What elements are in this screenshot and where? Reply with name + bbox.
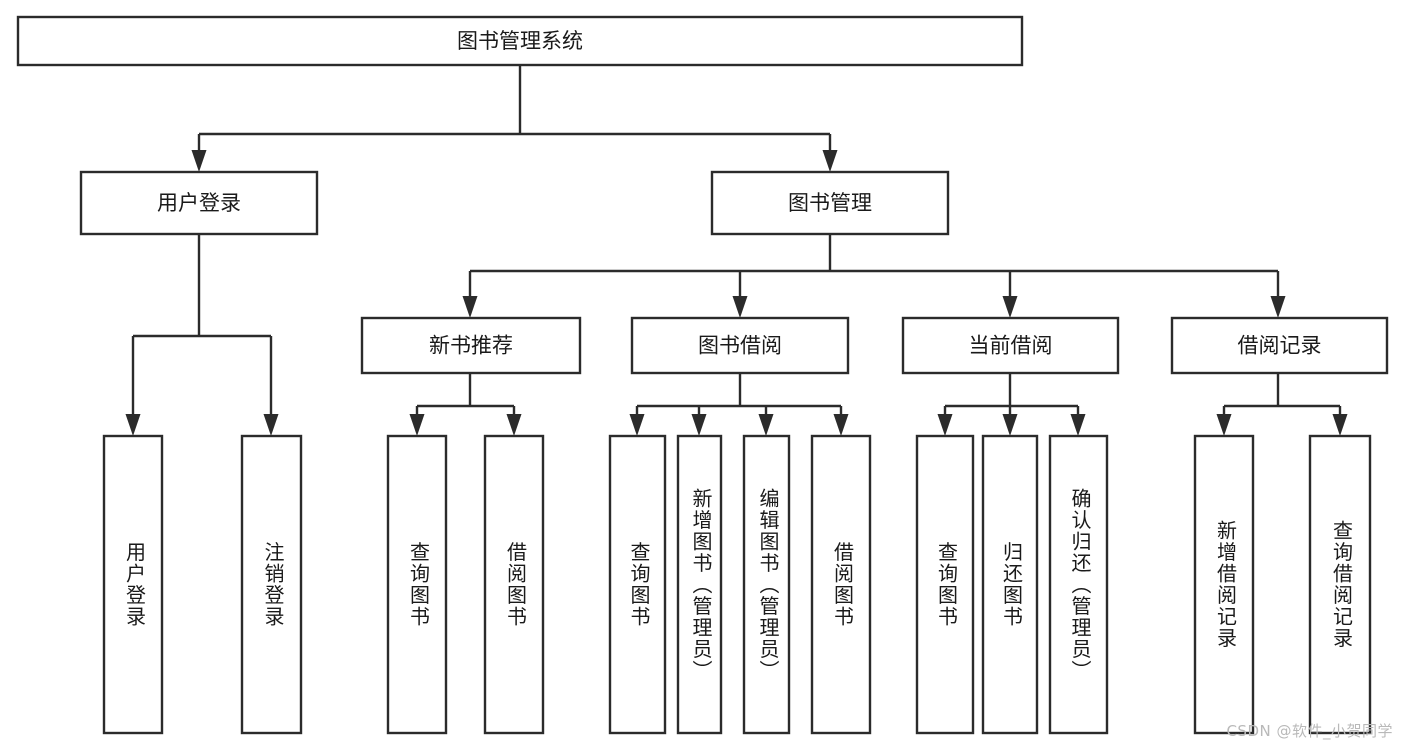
node-label: 借阅图书 xyxy=(504,541,528,627)
connector-edge-current-borrow xyxy=(937,373,1086,436)
node-box[interactable] xyxy=(102,434,164,735)
connector-edge-borrow-record xyxy=(1216,373,1348,436)
node-label: 归还图书 xyxy=(1000,541,1024,627)
node-box[interactable] xyxy=(79,170,319,236)
connector-layer xyxy=(125,65,1348,436)
arrowhead-icon xyxy=(758,414,774,436)
node-box[interactable] xyxy=(630,316,850,375)
node-leaf-confirm-return[interactable]: 确认归还（管理员） xyxy=(1048,434,1109,735)
node-box[interactable] xyxy=(1170,316,1389,375)
connector-edge-book-borrow xyxy=(629,373,849,436)
arrowhead-icon xyxy=(263,414,279,436)
node-box[interactable] xyxy=(676,434,723,735)
node-label: 新书推荐 xyxy=(429,334,513,358)
arrowhead-icon xyxy=(1216,414,1232,436)
node-borrow-record[interactable]: 借阅记录 xyxy=(1170,316,1389,375)
node-layer: 图书管理系统用户登录图书管理新书推荐图书借阅当前借阅借阅记录用户登录注销登录查询… xyxy=(16,15,1389,735)
arrowhead-icon xyxy=(191,150,207,172)
node-label: 图书借阅 xyxy=(698,334,782,358)
connector-edge-new-book-rec xyxy=(409,373,522,436)
node-user-login[interactable]: 用户登录 xyxy=(79,170,319,236)
node-leaf-edit-book[interactable]: 编辑图书（管理员） xyxy=(742,434,791,735)
node-label: 查询图书 xyxy=(935,541,959,627)
node-label: 确认归还（管理员） xyxy=(1068,487,1092,681)
node-label: 查询借阅记录 xyxy=(1330,520,1354,649)
arrowhead-icon xyxy=(1002,296,1018,318)
node-box[interactable] xyxy=(483,434,545,735)
node-box[interactable] xyxy=(608,434,667,735)
node-box[interactable] xyxy=(16,15,1024,67)
node-leaf-add-record[interactable]: 新增借阅记录 xyxy=(1193,434,1255,735)
node-leaf-borrow-book-1[interactable]: 借阅图书 xyxy=(483,434,545,735)
node-label: 编辑图书（管理员） xyxy=(756,487,780,681)
node-label: 借阅记录 xyxy=(1238,334,1322,358)
arrowhead-icon xyxy=(629,414,645,436)
arrowhead-icon xyxy=(822,150,838,172)
node-current-borrow[interactable]: 当前借阅 xyxy=(901,316,1120,375)
node-label: 借阅图书 xyxy=(831,541,855,627)
connector-edge-book-manage xyxy=(462,234,1286,318)
node-leaf-user-login[interactable]: 用户登录 xyxy=(102,434,164,735)
arrowhead-icon xyxy=(1070,414,1086,436)
node-label: 新增图书（管理员） xyxy=(689,487,713,681)
node-label: 图书管理系统 xyxy=(457,29,583,53)
arrowhead-icon xyxy=(1002,414,1018,436)
node-new-book-rec[interactable]: 新书推荐 xyxy=(360,316,582,375)
node-root[interactable]: 图书管理系统 xyxy=(16,15,1024,67)
node-book-borrow[interactable]: 图书借阅 xyxy=(630,316,850,375)
node-leaf-query-record[interactable]: 查询借阅记录 xyxy=(1308,434,1372,735)
node-box[interactable] xyxy=(981,434,1039,735)
arrowhead-icon xyxy=(409,414,425,436)
node-label: 查询图书 xyxy=(627,541,651,627)
node-label: 用户登录 xyxy=(123,542,147,628)
node-leaf-add-book[interactable]: 新增图书（管理员） xyxy=(676,434,723,735)
node-box[interactable] xyxy=(1308,434,1372,735)
node-box[interactable] xyxy=(240,434,303,735)
arrowhead-icon xyxy=(506,414,522,436)
arrowhead-icon xyxy=(937,414,953,436)
node-leaf-query-book-2[interactable]: 查询图书 xyxy=(608,434,667,735)
node-box[interactable] xyxy=(360,316,582,375)
node-box[interactable] xyxy=(915,434,975,735)
arrowhead-icon xyxy=(833,414,849,436)
arrowhead-icon xyxy=(691,414,707,436)
arrowhead-icon xyxy=(125,414,141,436)
node-leaf-logout[interactable]: 注销登录 xyxy=(240,434,303,735)
connector-edge-user-login xyxy=(125,234,279,436)
node-leaf-query-book-1[interactable]: 查询图书 xyxy=(386,434,448,735)
node-label: 图书管理 xyxy=(788,191,872,215)
node-box[interactable] xyxy=(742,434,791,735)
node-box[interactable] xyxy=(810,434,872,735)
node-leaf-query-book-3[interactable]: 查询图书 xyxy=(915,434,975,735)
connector-edge-root xyxy=(191,65,838,172)
node-label: 注销登录 xyxy=(261,541,285,627)
node-leaf-borrow-book-2[interactable]: 借阅图书 xyxy=(810,434,872,735)
node-box[interactable] xyxy=(901,316,1120,375)
node-box[interactable] xyxy=(710,170,950,236)
arrowhead-icon xyxy=(1270,296,1286,318)
node-label: 当前借阅 xyxy=(969,334,1053,358)
arrowhead-icon xyxy=(732,296,748,318)
node-box[interactable] xyxy=(386,434,448,735)
node-box[interactable] xyxy=(1048,434,1109,735)
node-leaf-return-book[interactable]: 归还图书 xyxy=(981,434,1039,735)
arrowhead-icon xyxy=(462,296,478,318)
node-label: 查询图书 xyxy=(407,541,431,627)
node-label: 用户登录 xyxy=(157,191,241,215)
node-label: 新增借阅记录 xyxy=(1214,520,1238,649)
arrowhead-icon xyxy=(1332,414,1348,436)
node-box[interactable] xyxy=(1193,434,1255,735)
node-book-manage[interactable]: 图书管理 xyxy=(710,170,950,236)
